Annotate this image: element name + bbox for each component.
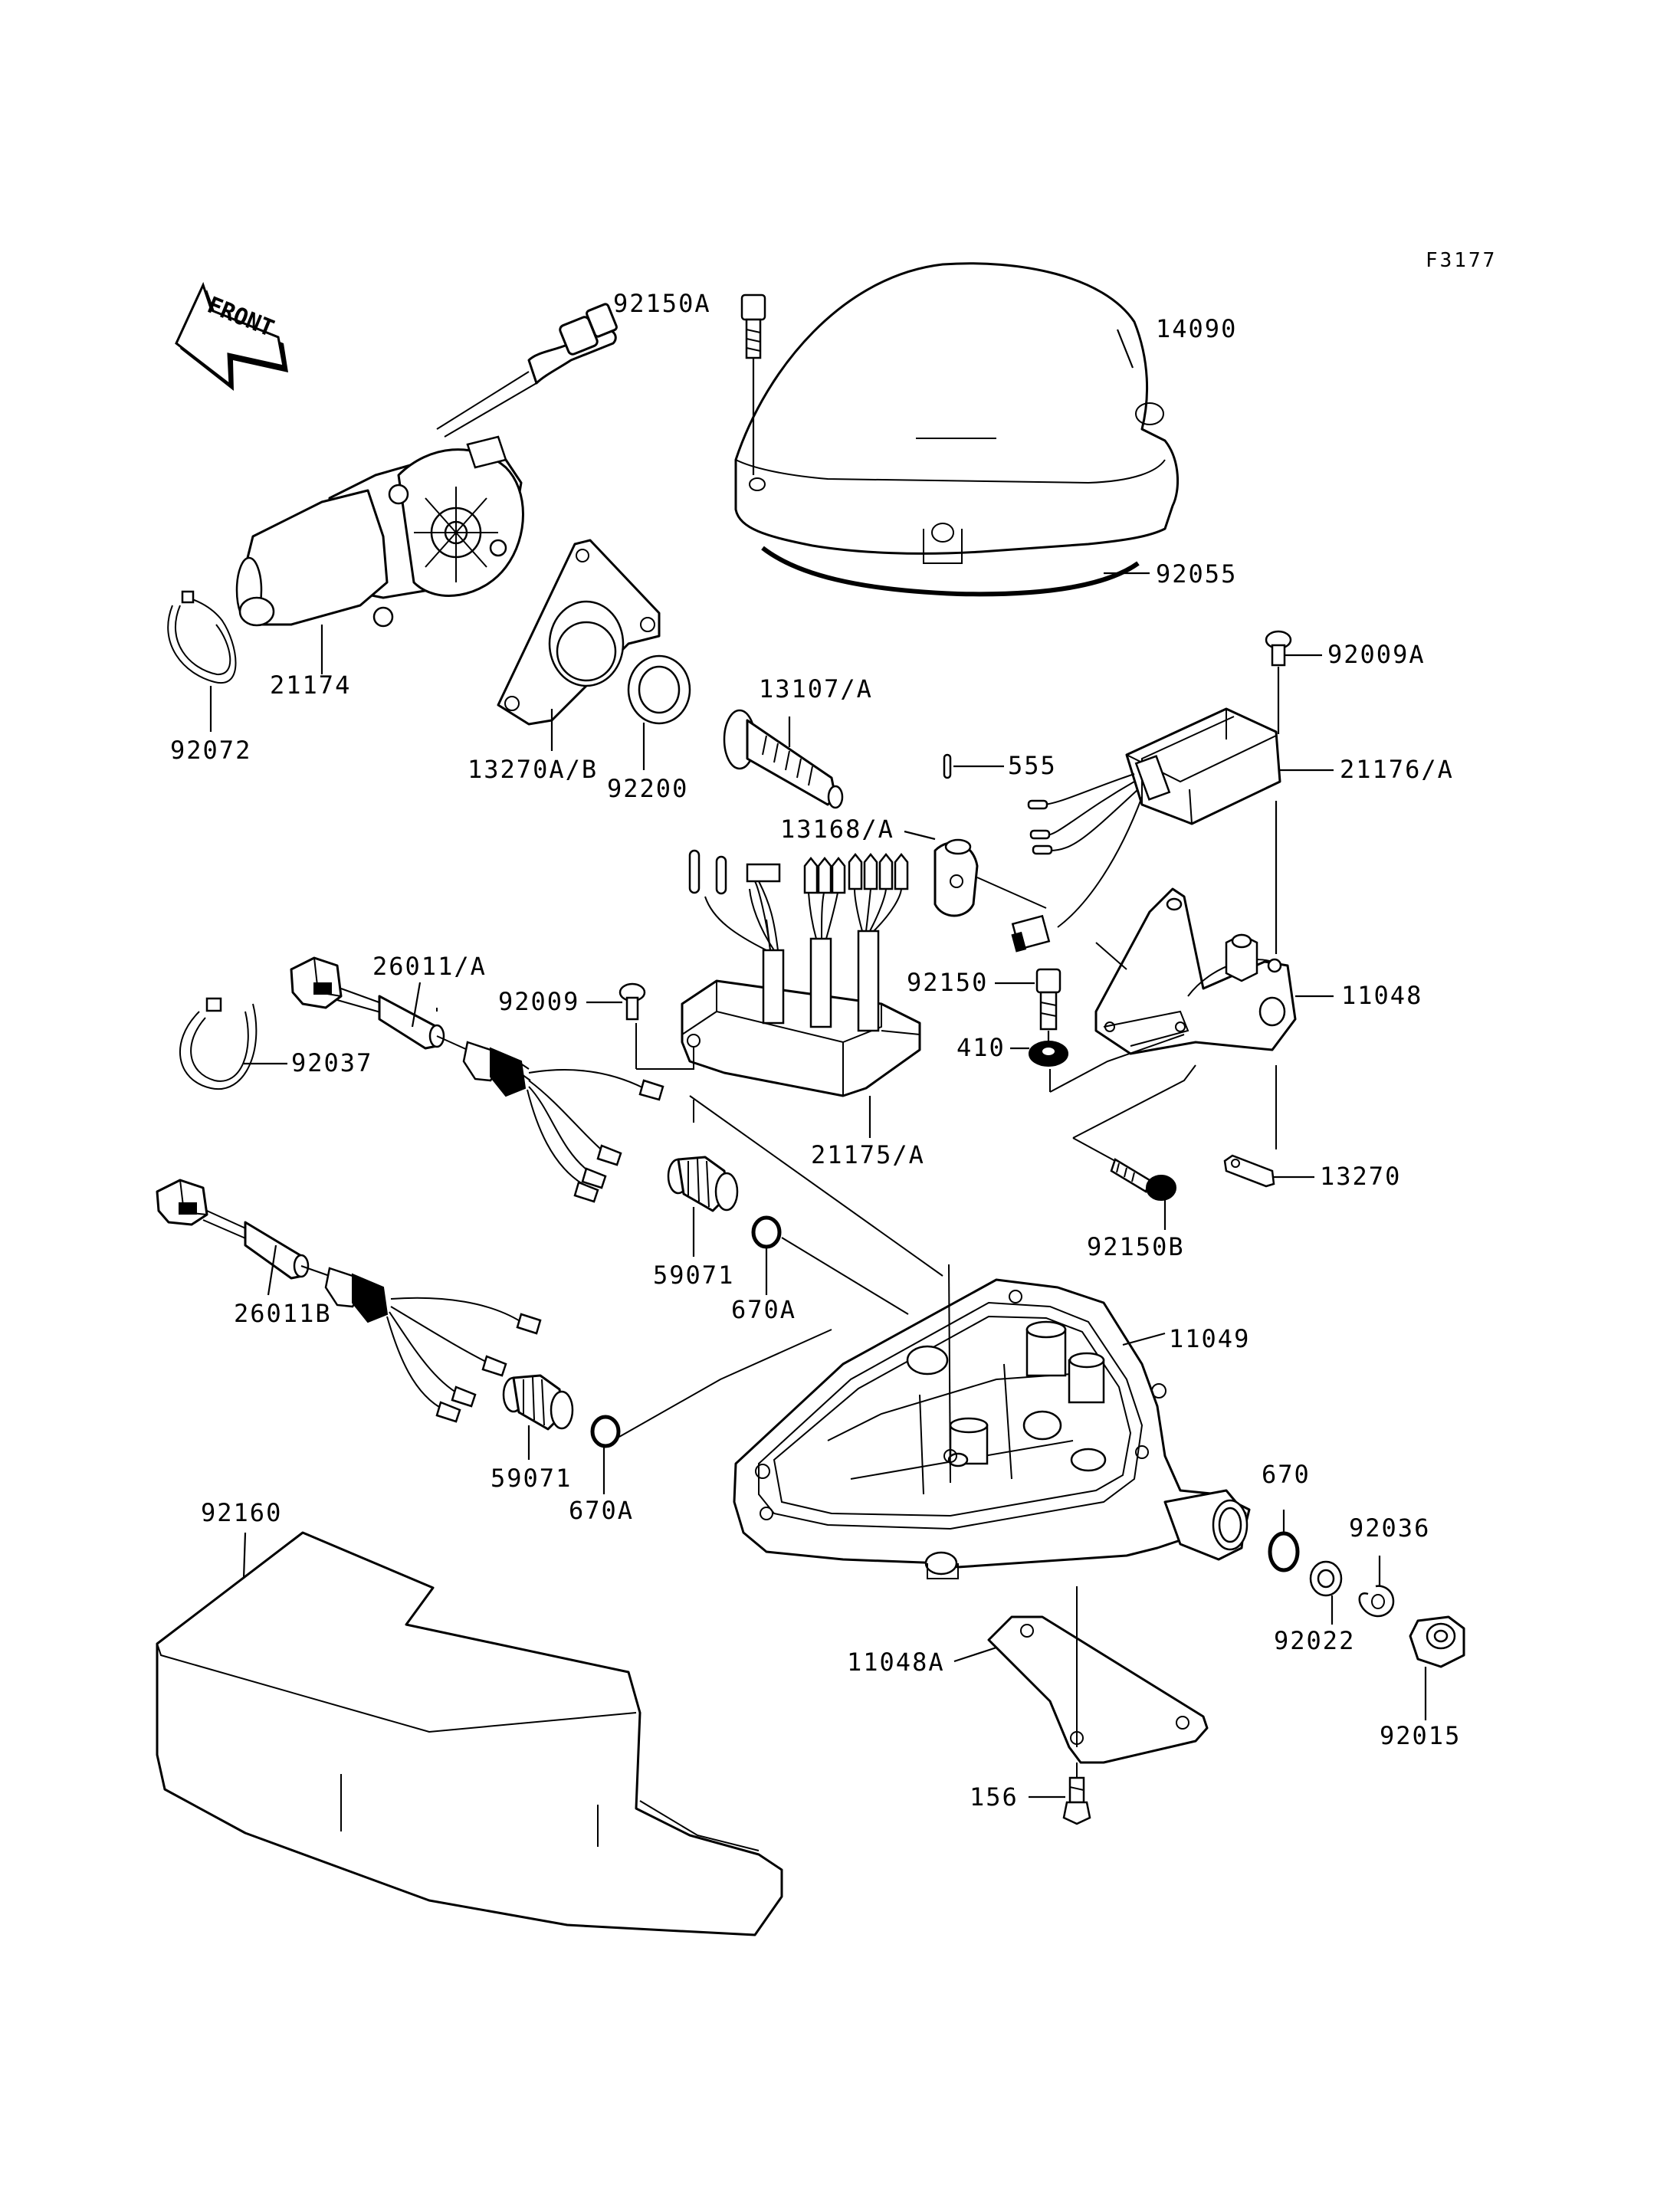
- label-156: 156: [970, 1782, 1019, 1812]
- label-92009A: 92009A: [1327, 640, 1426, 669]
- oring-670: [1268, 1510, 1300, 1572]
- cover-14090: [734, 262, 1180, 597]
- label-92037: 92037: [291, 1048, 372, 1077]
- bolt-156: [1029, 1763, 1091, 1825]
- label-92055: 92055: [1156, 559, 1237, 589]
- lockwasher-92036: [1358, 1556, 1395, 1618]
- cable-tie-92072: [167, 590, 237, 732]
- label-92200: 92200: [607, 774, 688, 803]
- label-13270: 13270: [1320, 1162, 1401, 1191]
- bracket-11048A: [953, 1586, 1209, 1764]
- fitting-59071-b: [502, 1374, 574, 1460]
- motor-21174: [235, 303, 618, 674]
- washer-410: [1010, 1034, 1185, 1093]
- label-92015: 92015: [1380, 1721, 1461, 1750]
- front-arrow: FRONT: [175, 281, 288, 391]
- label-26011A: 26011/A: [372, 952, 487, 981]
- fitting-59071-a: [667, 1156, 739, 1257]
- oring-670A-a: [751, 1215, 909, 1315]
- screw-92150A: [740, 293, 766, 475]
- label-26011B: 26011B: [234, 1299, 332, 1328]
- label-14090: 14090: [1156, 314, 1237, 343]
- label-13107A: 13107/A: [759, 674, 873, 703]
- bracket-13168A: [904, 830, 1047, 917]
- sensor-26011B: [156, 1179, 542, 1423]
- nut-92015: [1409, 1615, 1465, 1720]
- label-21176A: 21176/A: [1340, 755, 1454, 784]
- oring-670A-b: [590, 1329, 832, 1494]
- label-11048: 11048: [1341, 981, 1422, 1010]
- cable-tie-92037: [179, 997, 287, 1090]
- label-555: 555: [1008, 751, 1057, 780]
- label-410: 410: [956, 1033, 1006, 1062]
- figure-code: F3177: [1426, 249, 1497, 272]
- label-21174: 21174: [270, 671, 351, 700]
- screw-92150: [995, 968, 1061, 1042]
- label-92160: 92160: [201, 1498, 282, 1527]
- label-670A-a: 670A: [731, 1295, 796, 1324]
- label-13168A: 13168/A: [780, 815, 894, 844]
- housing-11049: [689, 1095, 1251, 1579]
- label-92022: 92022: [1274, 1626, 1355, 1655]
- label-92150A: 92150A: [613, 289, 711, 318]
- screw-92009A: [1265, 630, 1322, 734]
- label-11048A: 11048A: [847, 1648, 945, 1677]
- label-21175A: 21175/A: [811, 1140, 925, 1169]
- label-92009: 92009: [498, 987, 579, 1016]
- label-92150B: 92150B: [1087, 1232, 1185, 1261]
- screw-92009: [586, 982, 694, 1070]
- oring-92200: [627, 654, 691, 770]
- sensor-26011A: [290, 956, 664, 1203]
- plate-13270: [1223, 1065, 1314, 1188]
- bracket-11048: [1094, 801, 1334, 1055]
- label-670A-b: 670A: [569, 1496, 634, 1525]
- label-59071-a: 59071: [653, 1261, 734, 1290]
- label-92150: 92150: [907, 968, 988, 997]
- label-13270AB: 13270A/B: [468, 755, 598, 784]
- gasket-13270AB: [497, 539, 661, 751]
- screw-92150B: [1072, 1064, 1196, 1230]
- module-21175A: [681, 849, 921, 1138]
- pin-555: [943, 753, 1004, 779]
- washer-92022: [1309, 1560, 1343, 1625]
- cover-92160: [156, 1531, 783, 1936]
- module-21176A: [1011, 707, 1334, 953]
- label-670: 670: [1262, 1460, 1311, 1489]
- shaft-13107A: [723, 709, 844, 809]
- label-92072: 92072: [170, 736, 251, 765]
- label-92036: 92036: [1349, 1513, 1430, 1543]
- label-59071-b: 59071: [491, 1464, 572, 1493]
- label-11049: 11049: [1169, 1324, 1250, 1353]
